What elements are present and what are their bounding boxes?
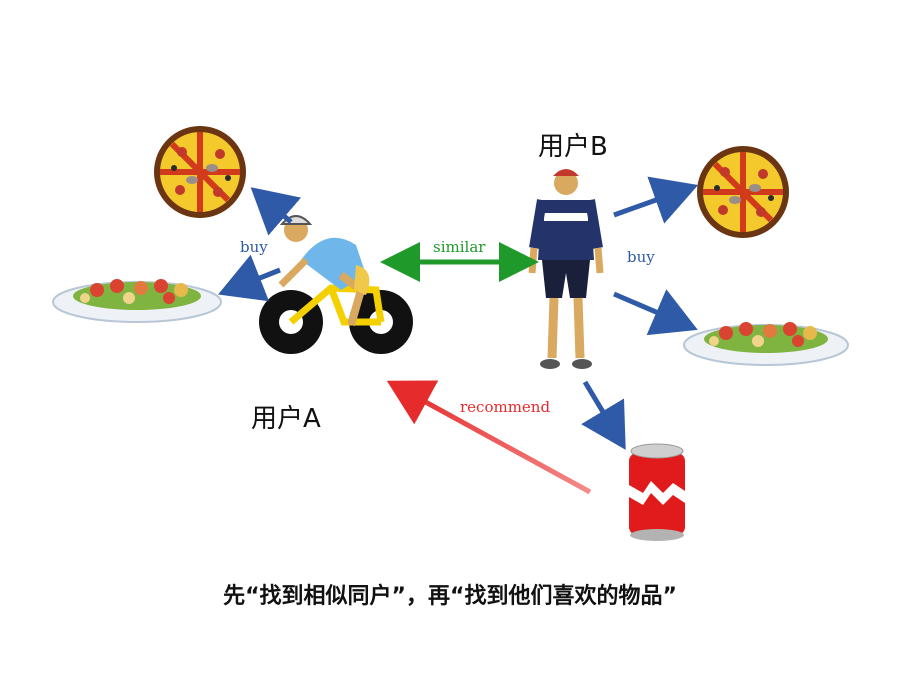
buy-arrow-a-salad bbox=[218, 254, 281, 302]
buy-label-b: buy bbox=[627, 248, 655, 266]
recommend-label: recommend bbox=[460, 398, 550, 416]
buy-label-a: buy bbox=[240, 238, 268, 256]
pizza-icon bbox=[697, 146, 789, 238]
user-b-label: 用户B bbox=[538, 132, 608, 162]
buy-arrow-a-pizza bbox=[250, 187, 302, 236]
user-a-label: 用户A bbox=[251, 404, 321, 434]
recommend-arrow bbox=[386, 380, 592, 495]
pizza-icon bbox=[154, 126, 246, 218]
cyclist-icon bbox=[259, 215, 413, 354]
similar-label: similar bbox=[433, 238, 486, 256]
salad-icon bbox=[52, 279, 222, 323]
buy-arrow-b-salad bbox=[613, 289, 698, 336]
cyclist-standing-icon bbox=[528, 169, 604, 369]
soda-can-icon bbox=[629, 443, 685, 541]
buy-arrow-b-pizza bbox=[613, 176, 699, 224]
caption: 先“找到相似同户”，再“找到他们喜欢的物品” bbox=[223, 584, 677, 609]
buy-arrow-b-soda bbox=[581, 380, 626, 450]
salad-icon bbox=[683, 322, 849, 366]
